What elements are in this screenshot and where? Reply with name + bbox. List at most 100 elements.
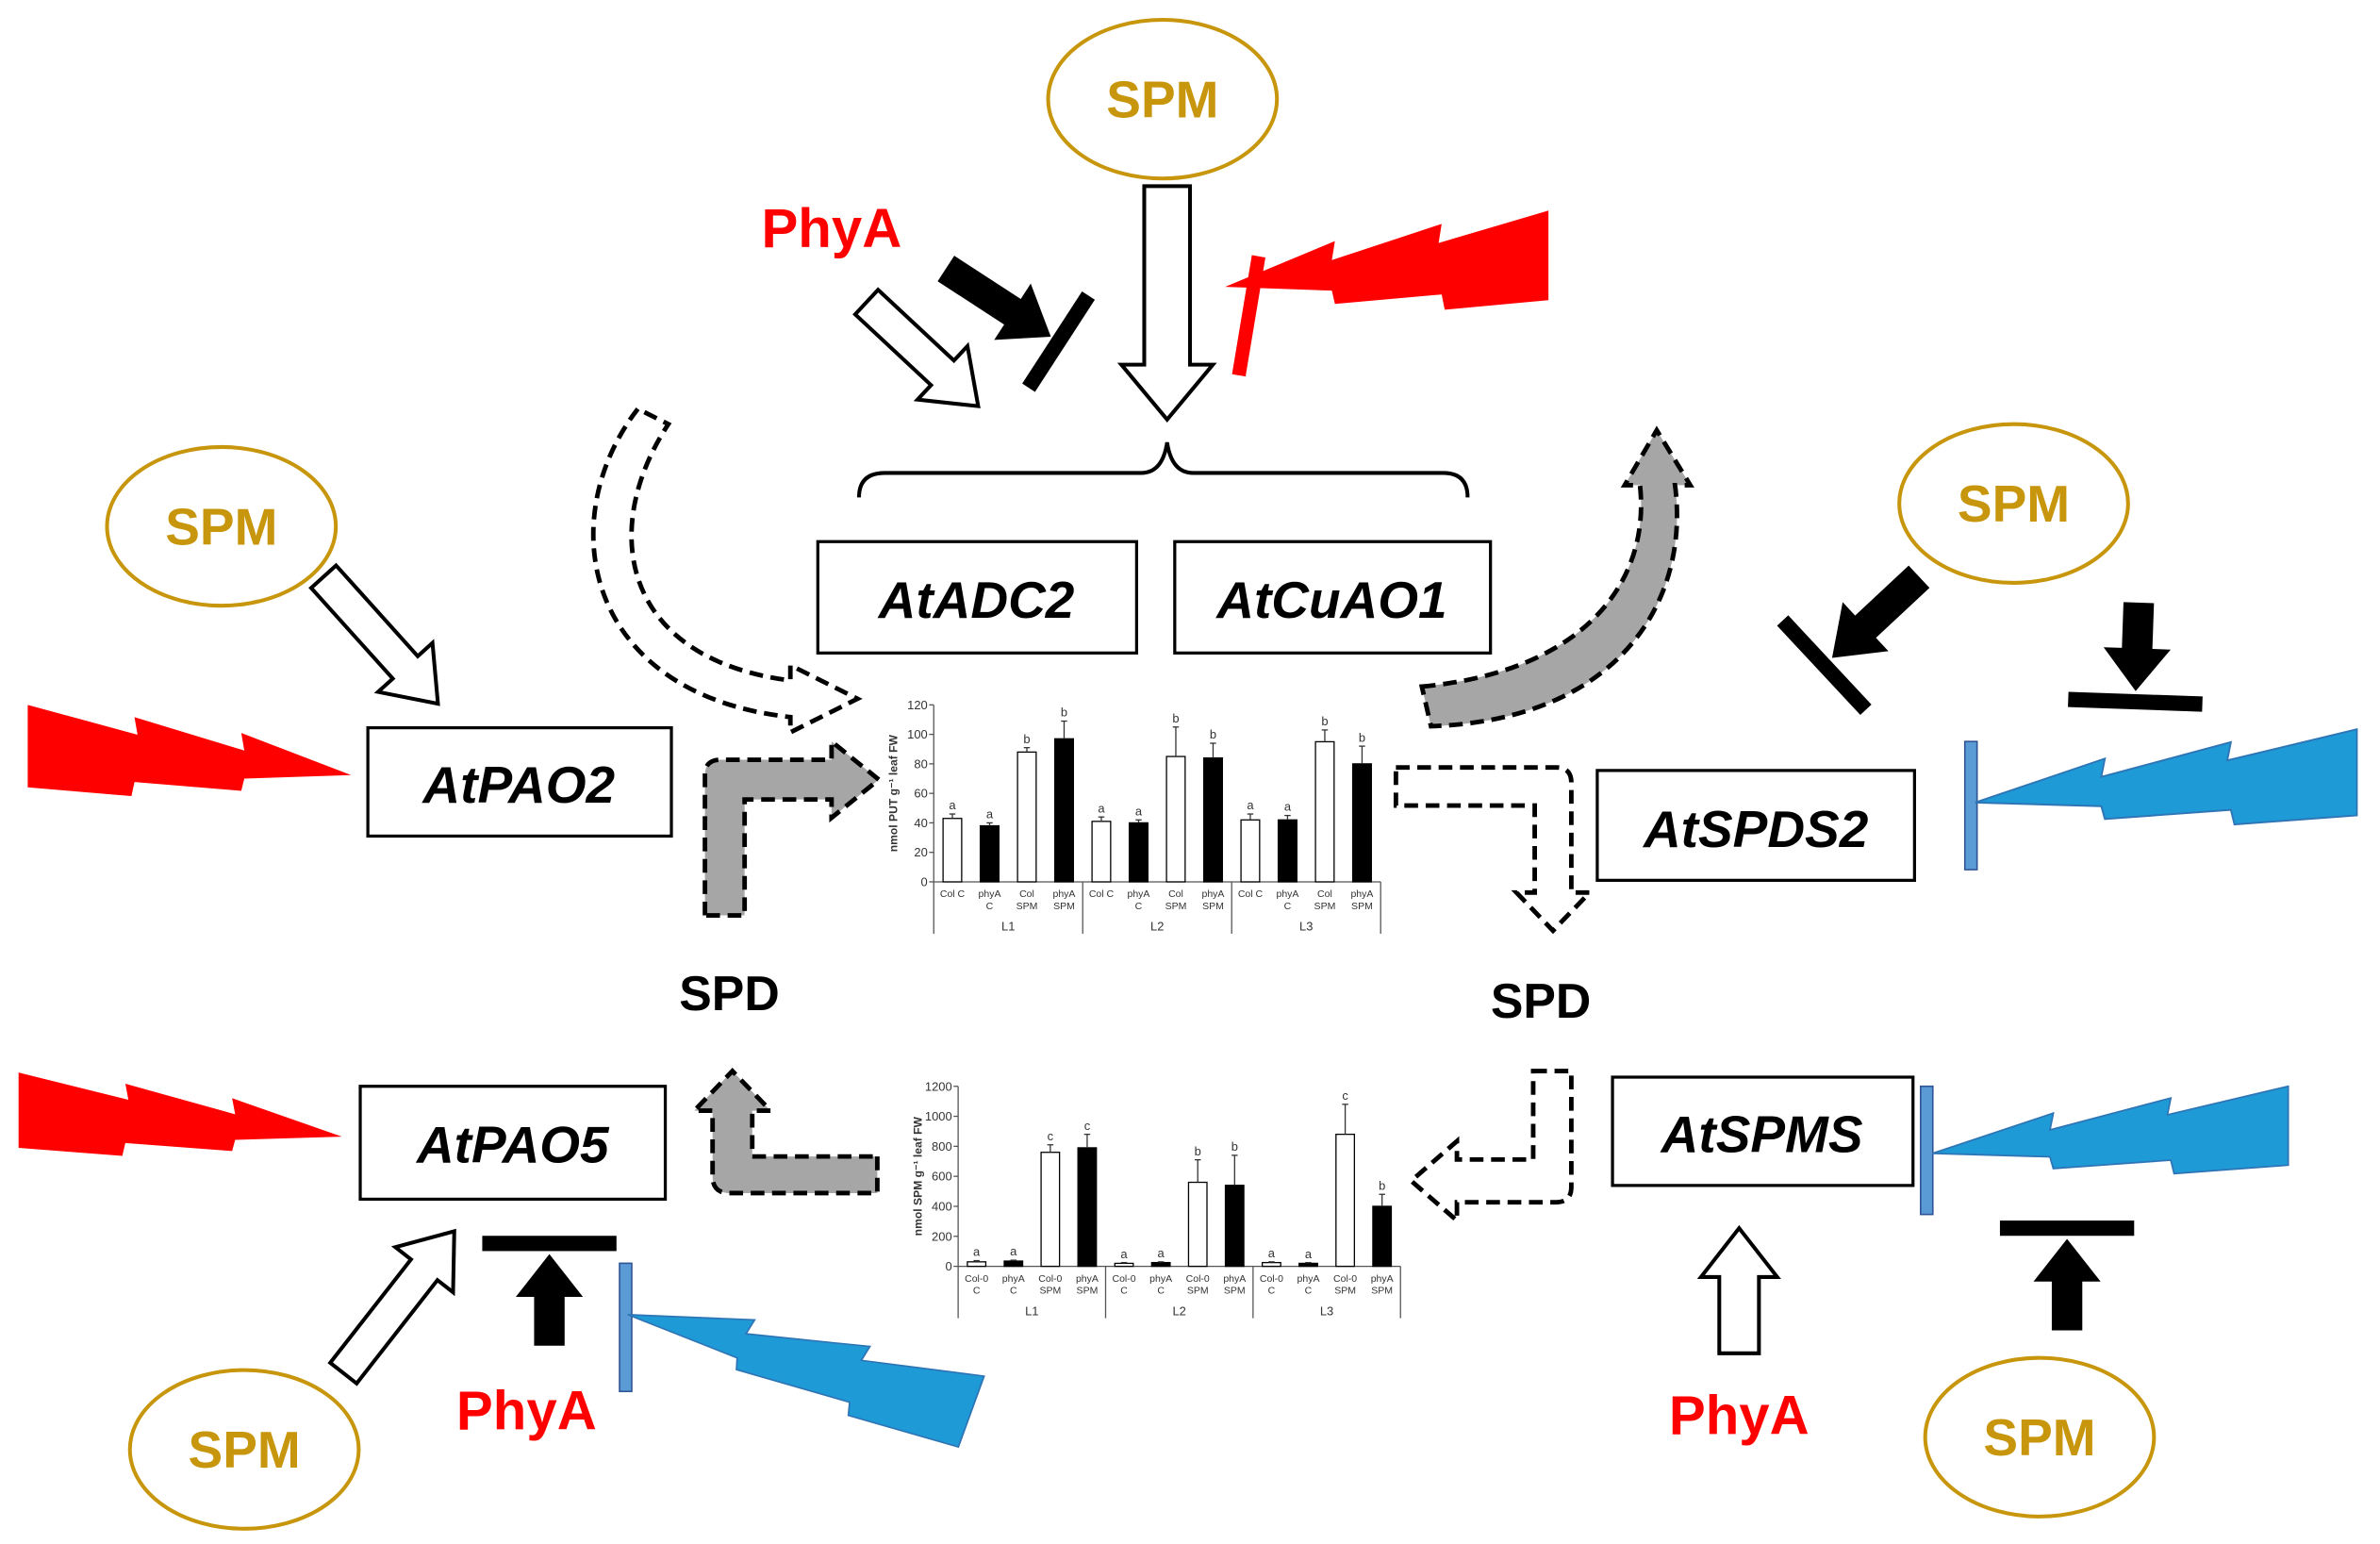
y-tick-label: 60 <box>914 787 927 801</box>
bar <box>979 824 1000 883</box>
significance-letter: b <box>1061 706 1067 720</box>
spm-label: SPM <box>1983 1408 2095 1467</box>
bar <box>1003 1260 1024 1268</box>
bar <box>1351 763 1372 883</box>
inhibition-bar <box>1022 291 1096 392</box>
black-arrow <box>516 1253 584 1346</box>
category-label: Col C <box>1089 888 1115 900</box>
blue-lightning-icon <box>1932 1085 2289 1175</box>
gene-box-spms: AtSPMS <box>1611 1075 1915 1187</box>
significance-letter: a <box>1305 1247 1313 1261</box>
gray-l-arrow-spm-to-spd <box>688 1068 880 1196</box>
spm-node-bottom-left: SPM <box>127 1368 361 1531</box>
group-label: L3 <box>1299 920 1313 934</box>
gene-box <box>1611 1075 1915 1187</box>
spm-ellipse <box>1897 422 2130 585</box>
blue-light-inhibition-pao5 <box>619 1262 985 1449</box>
spm-ellipse <box>105 444 339 608</box>
spm-node-left: SPM <box>105 444 339 608</box>
spm-node-bottom-right: SPM <box>1923 1355 2157 1519</box>
blue-lightning-icon <box>627 1314 985 1449</box>
black-inhibition-arrow-top <box>937 256 1096 392</box>
dashed-curved-arrow-left <box>590 406 863 737</box>
black-inhibition-arrow-blue-light-top <box>2068 602 2203 712</box>
y-tick-label: 100 <box>907 727 928 741</box>
phya-label-top: PhyA <box>761 198 901 259</box>
y-tick-label: 600 <box>932 1170 952 1184</box>
curly-brace <box>856 441 1470 498</box>
spm-node-top: SPM <box>1046 18 1280 181</box>
bar <box>1077 1147 1098 1268</box>
gene-box-spds2: AtSPDS2 <box>1595 769 1916 882</box>
significance-letter: b <box>1210 727 1216 741</box>
spm-induction-arrow-pao5 <box>327 1228 456 1386</box>
spm-ellipse <box>1923 1355 2157 1519</box>
black-inhibition-arrow-pao5 <box>482 1236 617 1346</box>
blue-inhibition-bar <box>619 1262 633 1393</box>
gene-box-pao5: AtPAO5 <box>358 1085 668 1202</box>
spm-induction-arrow-pao2 <box>308 562 440 706</box>
red-light-inhibition-top <box>1225 210 1549 377</box>
black-arrow <box>1831 565 1930 658</box>
spm-label: SPM <box>1106 71 1218 129</box>
category-label: Col C <box>1238 888 1264 900</box>
phya-label-bottom-right: PhyA <box>1669 1386 1810 1447</box>
spm-label: SPM <box>189 1420 301 1479</box>
bar <box>1128 822 1149 883</box>
y-tick-label: 0 <box>921 874 928 888</box>
gray-curved-arrow-right <box>1418 425 1694 729</box>
gene-label-cuao1: AtCuAO1 <box>1215 571 1446 629</box>
significance-letter: a <box>973 1245 981 1259</box>
y-tick-label: 1000 <box>925 1109 952 1123</box>
group-label: L1 <box>1025 1303 1038 1318</box>
gene-label-pao5: AtPAO5 <box>415 1116 610 1174</box>
category-label: Col C <box>940 888 966 900</box>
gene-box-adc2: AtADC2 <box>816 540 1139 655</box>
significance-letter: c <box>1048 1129 1054 1143</box>
significance-letter: b <box>1359 730 1365 744</box>
bar <box>1224 1185 1245 1268</box>
y-tick-label: 80 <box>914 756 927 771</box>
phya-induction-arrow-top <box>852 287 981 408</box>
bar <box>1202 756 1223 883</box>
spm-node-right: SPM <box>1897 422 2130 585</box>
black-arrow <box>2033 1238 2101 1331</box>
bar <box>1165 755 1186 883</box>
spd-label-left: SPD <box>679 966 779 1021</box>
bar <box>1372 1205 1393 1268</box>
gene-box <box>358 1085 668 1202</box>
significance-letter: c <box>1084 1119 1091 1133</box>
gene-box-pao2: AtPAO2 <box>366 725 673 838</box>
y-tick-label: 40 <box>914 816 927 830</box>
gene-box-cuao1: AtCuAO1 <box>1173 540 1493 655</box>
bar <box>1240 819 1261 883</box>
blue-light-inhibition-spms <box>1920 1085 2289 1216</box>
spm-ellipse <box>127 1368 361 1531</box>
significance-letter: b <box>1023 732 1030 746</box>
spm-label: SPM <box>165 497 277 556</box>
significance-letter: b <box>1231 1139 1238 1154</box>
gene-box <box>816 540 1139 655</box>
significance-letter: b <box>1195 1144 1201 1158</box>
dashed-l-arrow-spms-to-spm <box>1407 1069 1574 1226</box>
bar <box>1187 1181 1208 1268</box>
black-inhibition-arrow-blue-light-bottom <box>1999 1220 2135 1331</box>
black-inhibition-arrow-spds2 <box>1777 565 1930 716</box>
bar <box>1053 738 1075 883</box>
inhibition-bar <box>1777 615 1872 716</box>
phya-label-bottom-left: PhyA <box>456 1381 597 1442</box>
y-tick-label: 800 <box>932 1139 952 1154</box>
significance-letter: c <box>1342 1088 1348 1103</box>
